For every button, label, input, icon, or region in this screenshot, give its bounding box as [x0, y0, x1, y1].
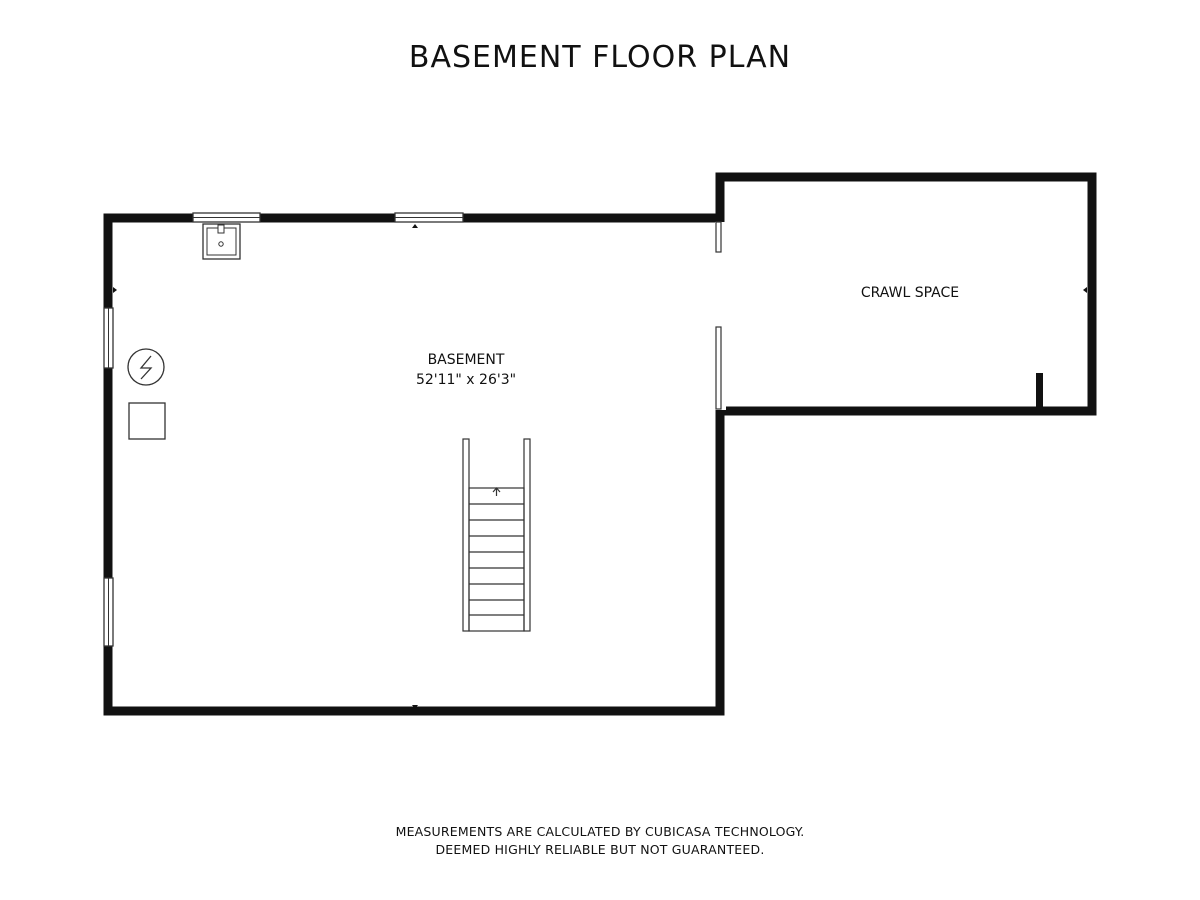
furnace-icon: [128, 402, 166, 440]
crawl-space-label: CRAWL SPACE: [830, 283, 990, 303]
window-left-upper: [103, 307, 114, 369]
water-heater-icon: [127, 348, 165, 386]
exterior-walls: [103, 172, 1097, 716]
wall-markers: [113, 224, 1087, 709]
window-top-left: [192, 212, 261, 223]
disclaimer-line-1: MEASUREMENTS ARE CALCULATED BY CUBICASA …: [395, 824, 805, 839]
sink-icon: [202, 223, 241, 260]
basement-name: BASEMENT: [427, 352, 505, 368]
window-left-lower: [103, 577, 114, 647]
page-title: BASEMENT FLOOR PLAN: [408, 40, 792, 75]
disclaimer-line-2: DEEMED HIGHLY RELIABLE BUT NOT GUARANTEE…: [435, 842, 765, 857]
crawl-space-opening: [715, 221, 726, 410]
basement-dimensions: 52'11" x 26'3": [415, 372, 517, 388]
disclaimer: MEASUREMENTS ARE CALCULATED BY CUBICASA …: [0, 823, 1200, 859]
stairs-icon: [462, 438, 531, 632]
crawl-space-stub-wall: [1036, 373, 1043, 411]
crawl-space-name: CRAWL SPACE: [860, 285, 960, 301]
basement-label: BASEMENT 52'11" x 26'3": [386, 350, 546, 390]
window-top-center: [394, 212, 464, 223]
